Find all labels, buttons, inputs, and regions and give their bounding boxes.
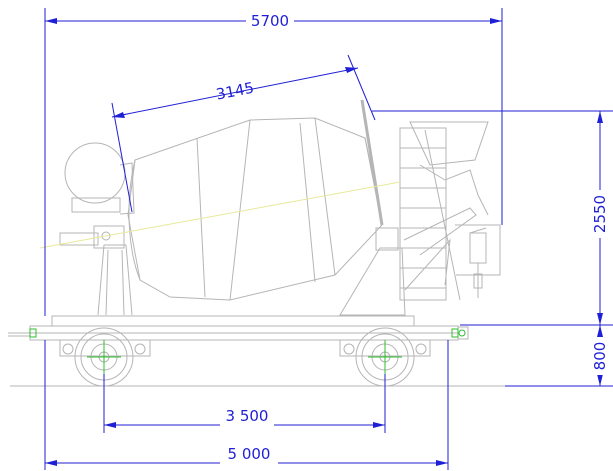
- hitch-jack: [455, 224, 501, 298]
- drum-axis: [39, 181, 401, 249]
- chassis-height-label: 800: [591, 342, 609, 371]
- machine-outline: [8, 99, 505, 387]
- overall-length-label: 5700: [251, 12, 289, 30]
- chassis: [8, 315, 469, 341]
- drum-length-label: 3145: [215, 79, 256, 104]
- chassis-length-label: 5 000: [228, 445, 271, 463]
- total-height-label: 2550: [591, 195, 609, 233]
- label-backgrounds: [220, 12, 609, 471]
- rear-pedestal: [59, 225, 133, 316]
- wheel-markers: [29, 328, 466, 374]
- wheelbase-label: 3 500: [226, 407, 269, 425]
- dimension-arrows: [45, 18, 603, 466]
- discharge-hopper: [399, 121, 489, 301]
- drive-motor: [64, 142, 135, 215]
- mixer-drum: [127, 117, 383, 301]
